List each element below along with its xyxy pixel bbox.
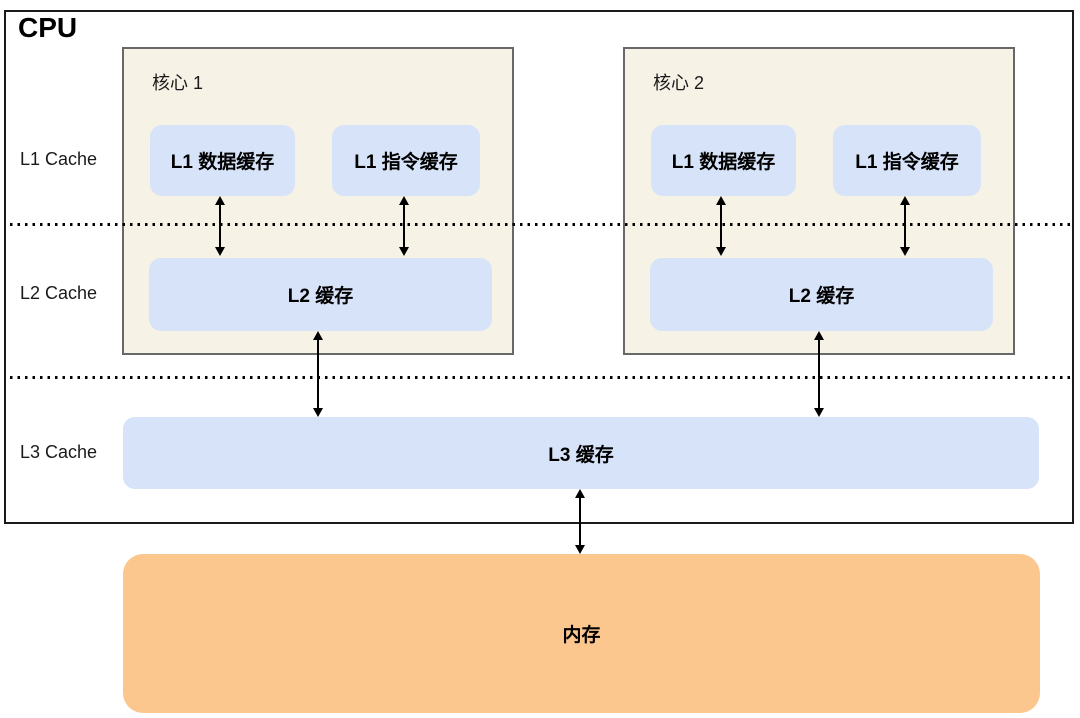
core-1-l2-cache-box: L2 缓存 (149, 258, 492, 331)
core-1-title: 核心 1 (152, 73, 204, 93)
divider-l1-l2 (10, 223, 1072, 226)
core-1-l1-data-cache-box: L1 数据缓存 (150, 125, 295, 196)
core-1-l1-instruction-cache-box: L1 指令缓存 (332, 125, 480, 196)
cpu-title: CPU (18, 12, 78, 43)
bidirectional-arrow-l3-memory (574, 489, 586, 554)
bidirectional-arrow-core1-l2-l3 (312, 331, 324, 417)
row-label-l3-cache: L3 Cache (20, 442, 98, 462)
core-2-title: 核心 2 (653, 73, 705, 93)
core-2-l2-cache-box: L2 缓存 (650, 258, 993, 331)
bidirectional-arrow-core2-l2-l3 (813, 331, 825, 417)
bidirectional-arrow-core2-l1instr-l2 (899, 196, 911, 256)
bidirectional-arrow-core1-l1data-l2 (214, 196, 226, 256)
l3-cache-box: L3 缓存 (123, 417, 1039, 489)
row-label-l1-cache: L1 Cache (20, 149, 98, 169)
row-label-l2-cache: L2 Cache (20, 283, 98, 303)
bidirectional-arrow-core1-l1instr-l2 (398, 196, 410, 256)
divider-l2-l3 (10, 376, 1072, 379)
core-1-box: 核心 1 L1 数据缓存 L1 指令缓存 L2 缓存 (122, 47, 514, 355)
core-2-l1-data-cache-box: L1 数据缓存 (651, 125, 796, 196)
core-2-box: 核心 2 L1 数据缓存 L1 指令缓存 L2 缓存 (623, 47, 1015, 355)
memory-box: 内存 (123, 554, 1040, 713)
core-2-l1-instruction-cache-box: L1 指令缓存 (833, 125, 981, 196)
bidirectional-arrow-core2-l1data-l2 (715, 196, 727, 256)
